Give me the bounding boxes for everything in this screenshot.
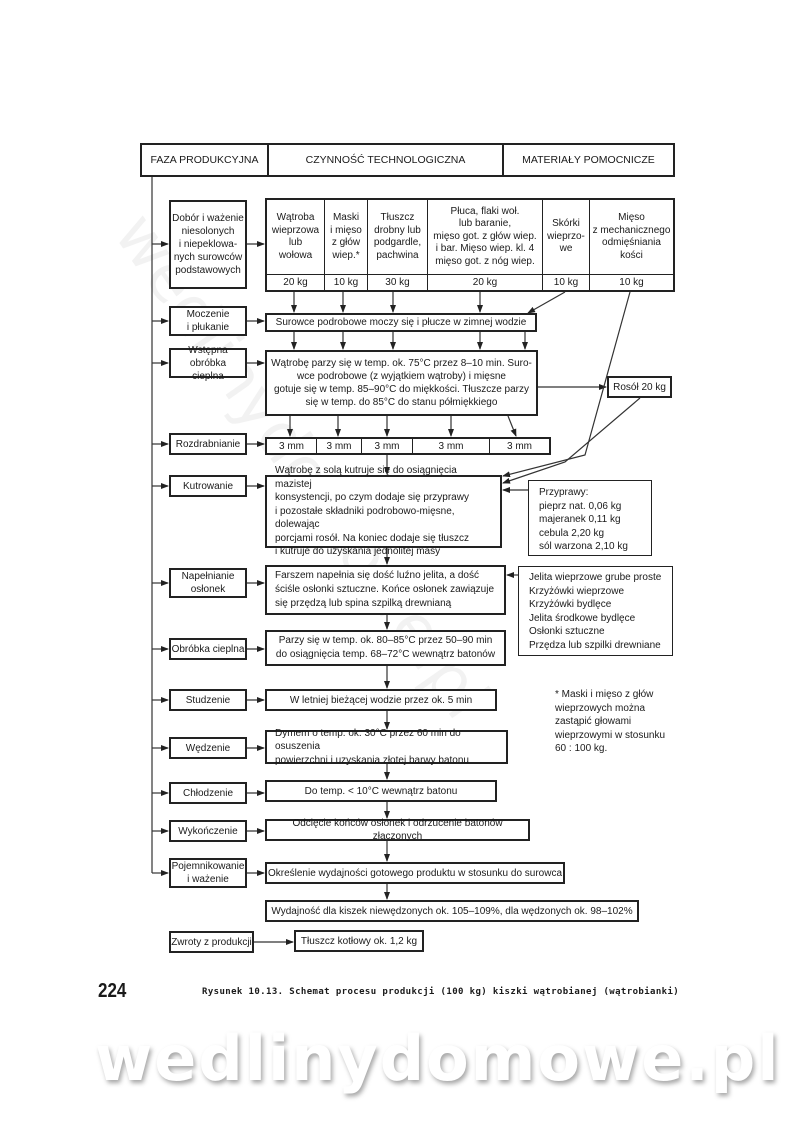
- phase-wedzenie: Wędzenie: [169, 737, 247, 759]
- aux-przyprawy-item: majeranek 0,11 kg: [539, 514, 621, 525]
- phase-wykonczenie: Wykończenie: [169, 820, 247, 842]
- raw-material-qty: 20 kg: [428, 274, 542, 290]
- grinding-size: 3 mm: [362, 439, 413, 453]
- watermark: wedlinydomowe.pl: [95, 1022, 781, 1095]
- raw-material-qty: 10 kg: [325, 274, 367, 290]
- grinding-size: 3 mm: [507, 440, 532, 452]
- phase-studzenie: Studzenie: [169, 689, 247, 711]
- raw-material-qty: 10 kg: [543, 274, 589, 290]
- flow-arrow: [507, 415, 517, 437]
- action-studzenie: W letniej bieżącej wodzie przez ok. 5 mi…: [265, 689, 497, 711]
- raw-material-col: Maski i mięso z głów wiep.* 10 kg: [325, 200, 368, 290]
- raw-material-col: Wątroba wieprzowa lub wołowa 20 kg: [267, 200, 325, 290]
- action-wykonczenie: Odcięcie końców osłonek i odrzucenie bat…: [265, 818, 530, 842]
- aux-przyprawy-item: sól warzona 2,10 kg: [539, 541, 628, 552]
- action-kutrowanie: Wątrobę z solą kutruje się do osiągnięci…: [265, 465, 502, 557]
- aux-przyprawy-item: pieprz nat. 0,06 kg: [539, 500, 622, 512]
- raw-material-col: Mięso z mechanicznego odmięśniania kości…: [590, 200, 673, 290]
- header-action: CZYNNOŚĆ TECHNOLOGICZNA: [269, 145, 504, 175]
- raw-material-qty: 30 kg: [368, 274, 427, 290]
- raw-material-name: Skórki wieprzo- we: [547, 218, 585, 255]
- aux-oslonki-item: Osłonki sztuczne: [529, 626, 605, 637]
- grinding-table: 3 mm 3 mm 3 mm 3 mm 3 mm: [265, 437, 551, 455]
- aux-oslonki-item: Krzyżówki wieprzowe: [529, 585, 625, 597]
- action-zwroty: Tłuszcz kotłowy ok. 1,2 kg: [294, 930, 424, 952]
- aux-przyprawy-item: cebula 2,20 kg: [539, 527, 605, 539]
- header-row: FAZA PRODUKCYJNA CZYNNOŚĆ TECHNOLOGICZNA…: [140, 143, 675, 177]
- raw-material-name: Płuca, flaki woł. lub baranie, mięso got…: [433, 205, 537, 267]
- phase-rozdrabnianie: Rozdrabnianie: [169, 433, 247, 455]
- raw-material-qty: 10 kg: [590, 274, 673, 290]
- page-number: 224: [98, 980, 127, 1002]
- aux-oslonki-item: Jelita środkowe bydlęce: [529, 612, 636, 624]
- action-chlodzenie: Do temp. < 10°C wewnątrz batonu: [265, 780, 497, 802]
- grinding-size: 3 mm: [267, 439, 317, 453]
- header-materials: MATERIAŁY POMOCNICZE: [522, 154, 655, 166]
- phase-obrobka: Obróbka cieplna: [169, 638, 247, 660]
- aux-oslonki-list: Jelita wieprzowe grube proste Krzyżówki …: [518, 566, 673, 656]
- aux-oslonki-item: Przędza lub szpilki drewniane: [529, 639, 661, 651]
- action-napelnianie: Farszem napełnia się dość luźno jelita, …: [265, 565, 506, 615]
- phase-napelnianie: Napełnianie osłonek: [169, 568, 247, 598]
- aux-oslonki-item: Jelita wieprzowe grube proste: [529, 572, 662, 583]
- action-pojemnikowanie: Określenie wydajności gotowego produktu …: [265, 862, 565, 884]
- action-wstepna: Wątrobę parzy się w temp. ok. 75°C przez…: [265, 350, 538, 416]
- phase-zwroty: Zwroty z produkcji: [169, 931, 254, 953]
- aux-oslonki-item: Krzyżówki bydlęce: [529, 599, 612, 610]
- action-wedzenie: Dymem o temp. ok. 30°C przez 60 min do o…: [265, 728, 508, 766]
- raw-material-name: Maski i mięso z głów wiep.*: [330, 212, 362, 261]
- grinding-size: 3 mm: [317, 439, 362, 453]
- raw-materials-table: Wątroba wieprzowa lub wołowa 20 kg Maski…: [265, 198, 675, 292]
- flow-arrow: [527, 291, 566, 314]
- raw-material-qty: 20 kg: [267, 274, 324, 290]
- action-obrobka: Parzy się w temp. ok. 80–85°C przez 50–9…: [265, 630, 506, 666]
- raw-material-name: Mięso z mechanicznego odmięśniania kości: [592, 212, 671, 261]
- raw-material-name: Wątroba wieprzowa lub wołowa: [271, 212, 320, 261]
- aux-przyprawy-list: Przyprawy: pieprz nat. 0,06 kg majeranek…: [528, 480, 652, 556]
- phase-dobor: Dobór i ważenie niesolonych i niepeklowa…: [169, 200, 247, 289]
- phase-moczenie: Moczenie i płukanie: [169, 306, 247, 336]
- action-wydajnosc: Wydajność dla kiszek niewędzonych ok. 10…: [265, 900, 639, 922]
- aux-rosol: Rosół 20 kg: [607, 376, 672, 398]
- raw-material-col: Tłuszcz drobny lub podgardle, pachwina 3…: [368, 200, 428, 290]
- phase-wstepna: Wstępna obróbka cieplna: [169, 345, 247, 382]
- footnote: * Maski i mięso z głów wieprzowych można…: [555, 689, 666, 754]
- raw-material-name: Tłuszcz drobny lub podgardle, pachwina: [373, 212, 422, 261]
- grinding-size: 3 mm: [413, 439, 490, 453]
- phase-chlodzenie: Chłodzenie: [169, 782, 247, 804]
- phase-kutrowanie: Kutrowanie: [169, 475, 247, 497]
- action-moczenie: Surowce podrobowe moczy się i płucze w z…: [265, 313, 537, 332]
- aux-przyprawy-item: Przyprawy:: [539, 487, 589, 498]
- raw-material-col: Skórki wieprzo- we 10 kg: [543, 200, 590, 290]
- raw-material-col: Płuca, flaki woł. lub baranie, mięso got…: [428, 200, 543, 290]
- figure-caption: Rysunek 10.13. Schemat procesu produkcji…: [202, 987, 680, 997]
- phase-pojemnikowanie: Pojemnikowanie i ważenie: [169, 858, 247, 888]
- header-phase: FAZA PRODUKCYJNA: [142, 145, 269, 175]
